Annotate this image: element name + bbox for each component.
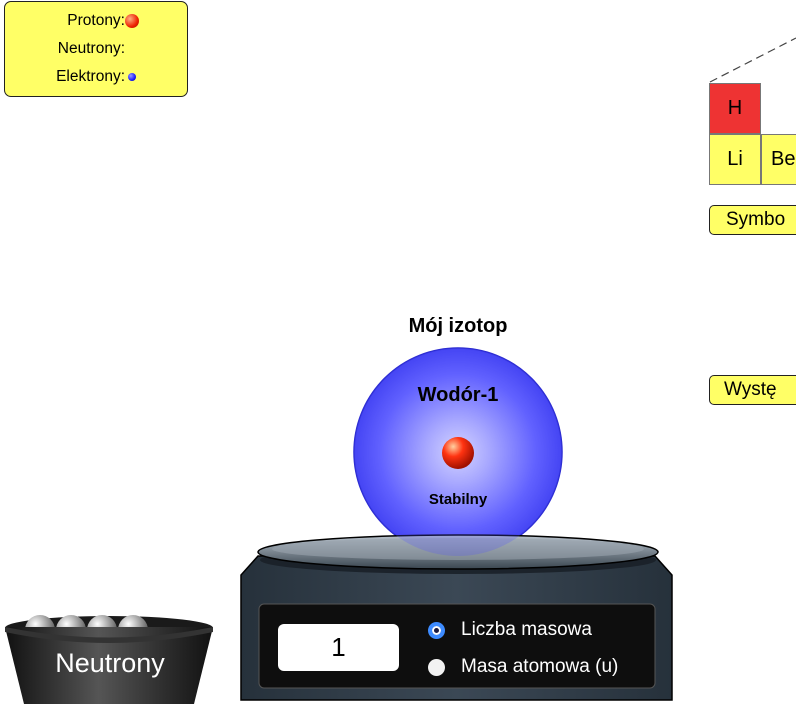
atomic-mass-option[interactable]: Masa atomowa (u) <box>428 656 618 678</box>
isotope-stability: Stabilny <box>428 491 488 508</box>
periodic-cell-be-symbol: Be <box>771 148 796 170</box>
atomic-mass-label: Masa atomowa (u) <box>461 656 619 677</box>
legend-protons-label: Protony: <box>67 12 125 29</box>
abundance-panel-button[interactable]: Wystę <box>709 375 796 405</box>
proton-legend-icon <box>125 14 139 28</box>
legend-electrons-label: Elektrony: <box>56 68 125 85</box>
electron-legend-icon <box>128 73 136 81</box>
periodic-cell-be[interactable]: Be <box>761 134 796 185</box>
particle-legend: Protony: Neutrony: Elektrony: <box>4 1 188 97</box>
scale-readout: 1 <box>278 624 399 671</box>
mass-number-label: Liczba masowa <box>461 619 592 640</box>
periodic-cell-h[interactable]: H <box>709 83 761 134</box>
neutron-bucket-label: Neutrony <box>55 648 165 678</box>
mass-number-radio[interactable] <box>428 621 445 639</box>
legend-neutrons-label: Neutrony: <box>57 40 125 57</box>
abundance-panel-label: Wystę <box>724 379 777 400</box>
atomic-mass-radio[interactable] <box>428 658 445 676</box>
isotope-title: Mój izotop <box>408 315 508 337</box>
scale-plate <box>257 534 659 574</box>
periodic-cell-li[interactable]: Li <box>709 134 761 185</box>
periodic-cell-h-symbol: H <box>727 97 743 119</box>
symbol-panel-button[interactable]: Symbo <box>709 205 796 235</box>
mass-number-option[interactable]: Liczba masowa <box>428 619 592 641</box>
periodic-table-zoom-lines <box>709 37 796 83</box>
isotope-name: Wodór-1 <box>417 384 499 406</box>
symbol-panel-label: Symbo <box>726 209 786 230</box>
periodic-cell-li-symbol: Li <box>727 148 743 170</box>
neutron-bucket[interactable] <box>5 615 213 704</box>
proton-particle <box>442 437 474 469</box>
